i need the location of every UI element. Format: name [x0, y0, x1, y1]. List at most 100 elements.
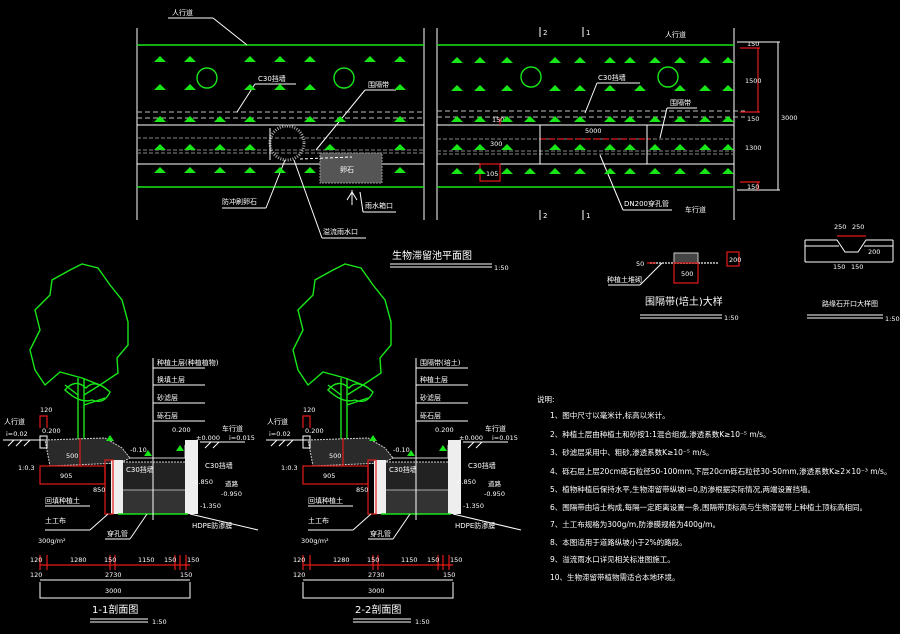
elev-top-right: 0.200 [172, 426, 191, 434]
plant-symbols [154, 56, 734, 174]
plant-icon [304, 167, 316, 173]
dim-text: 120 [30, 556, 42, 564]
plant-icon [106, 435, 114, 441]
plant-icon [699, 57, 711, 63]
plant-icon [324, 144, 336, 150]
tree-canopy [29, 263, 129, 387]
road-mark: 道路 [488, 479, 502, 488]
tree-icon [196, 67, 218, 89]
leader [299, 156, 353, 160]
detail-scale: 1:50 [724, 314, 739, 322]
dim-box [367, 459, 377, 515]
detail-title: 围隔带(培土)大样 [645, 295, 723, 308]
tree-canopy [292, 263, 392, 387]
dim-box [726, 251, 740, 267]
elev-1: -0.850 [455, 478, 476, 486]
road-label: 车行道 [485, 424, 506, 433]
dim-500: 500 [329, 452, 341, 460]
plant-icon [501, 85, 513, 91]
elev-1: -0.850 [192, 478, 213, 486]
dim-905: 905 [60, 472, 72, 480]
membrane-label: HDPE防渗膜 [192, 521, 232, 530]
detail-title: 路缘石开口大样图 [822, 299, 878, 308]
plant-icon [624, 168, 636, 174]
road-label: 车行道 [222, 424, 243, 433]
plant-icon [649, 168, 661, 174]
plant-icon [304, 56, 316, 62]
detail-divider: 500 200 50 种植土堆砌 围隔带(培土)大样 1:50 [607, 251, 741, 322]
inner-wall-label: C30挡墙 [126, 465, 154, 474]
plant-icon [549, 116, 561, 122]
leader [212, 17, 248, 46]
dim-text: 150 [367, 556, 379, 564]
layer-label: 种植土层 [420, 375, 448, 384]
plant-icon [624, 144, 636, 150]
plant-icon [274, 84, 286, 90]
plan-scale: 1:50 [494, 264, 509, 272]
plant-icon [474, 85, 486, 91]
note-item: 9、溢流雨水口详见相关标准图施工。 [550, 554, 675, 564]
plant-icon [604, 85, 616, 91]
elev-top-left: 0.200 [305, 427, 324, 435]
dim-text: 150 [851, 263, 863, 271]
plan-label-divider: 围隔带 [670, 98, 691, 107]
plant-icon [439, 445, 447, 451]
plant-icon [364, 56, 376, 62]
plant-icon [394, 144, 406, 150]
plant-icon [154, 84, 166, 90]
plan-label-wall: C30挡墙 [258, 74, 286, 83]
dim-text: 1300 [745, 144, 762, 152]
backfill-label: 回填种植土 [45, 496, 80, 505]
plant-icon [407, 450, 415, 456]
slope-left: i=0.02 [6, 430, 28, 438]
plant-icon [451, 116, 463, 122]
dim-slope: 1:0.3 [18, 464, 35, 472]
tree-trunk [327, 378, 369, 440]
divider-mound [673, 252, 699, 264]
dim-text: 150 [164, 556, 176, 564]
outer-wall [185, 440, 198, 514]
plant-icon [451, 57, 463, 63]
plant-icon [154, 116, 166, 122]
plan-label-road: 车行道 [685, 205, 706, 214]
plan-label-divider: 围隔带 [368, 80, 389, 89]
plant-icon [722, 144, 734, 150]
dim-text: 1150 [138, 556, 155, 564]
plant-icon [624, 116, 636, 122]
section-mark-line [539, 210, 584, 220]
detail-scale: 1:50 [885, 315, 900, 323]
plant-icon [474, 144, 486, 150]
dim-box [673, 262, 699, 284]
layer-label: 换填土层 [157, 375, 185, 384]
plant-icon [574, 144, 586, 150]
curb-left [302, 435, 311, 449]
slope-left: i=0.02 [269, 430, 291, 438]
pipe-label: 穿孔管 [107, 529, 128, 538]
note-item: 10、生物滞留带植物需适合本地环境。 [550, 572, 680, 582]
leader [293, 159, 323, 239]
plant-icon [501, 57, 513, 63]
inner-wall [111, 460, 123, 514]
section-title: 2-2剖面图 [355, 603, 401, 616]
dim-text: 2730 [368, 571, 385, 579]
dim-text: 105 [486, 170, 498, 178]
dim-length: 5000 [585, 127, 602, 135]
section-mark-1: 1 [586, 212, 590, 220]
plant-icon [244, 116, 256, 122]
plant-icon [334, 116, 346, 122]
dim-mark [39, 415, 48, 428]
plant-icon [699, 116, 711, 122]
plan-right: 5000 150 300 105 围隔带 C30挡墙 DN200穿孔管 车行道 … [436, 27, 798, 220]
leader [599, 154, 624, 211]
plant-icon [604, 168, 616, 174]
section-mark-1: 1 [586, 29, 590, 37]
plant-icon [451, 144, 463, 150]
plan-label-wall: C30挡墙 [598, 73, 626, 82]
plant-icon [649, 144, 661, 150]
dim-text: 150 [187, 556, 199, 564]
plant-icon [144, 450, 152, 456]
plant-icon [451, 168, 463, 174]
plant-icon [244, 84, 256, 90]
dim-850: 850 [356, 486, 368, 494]
